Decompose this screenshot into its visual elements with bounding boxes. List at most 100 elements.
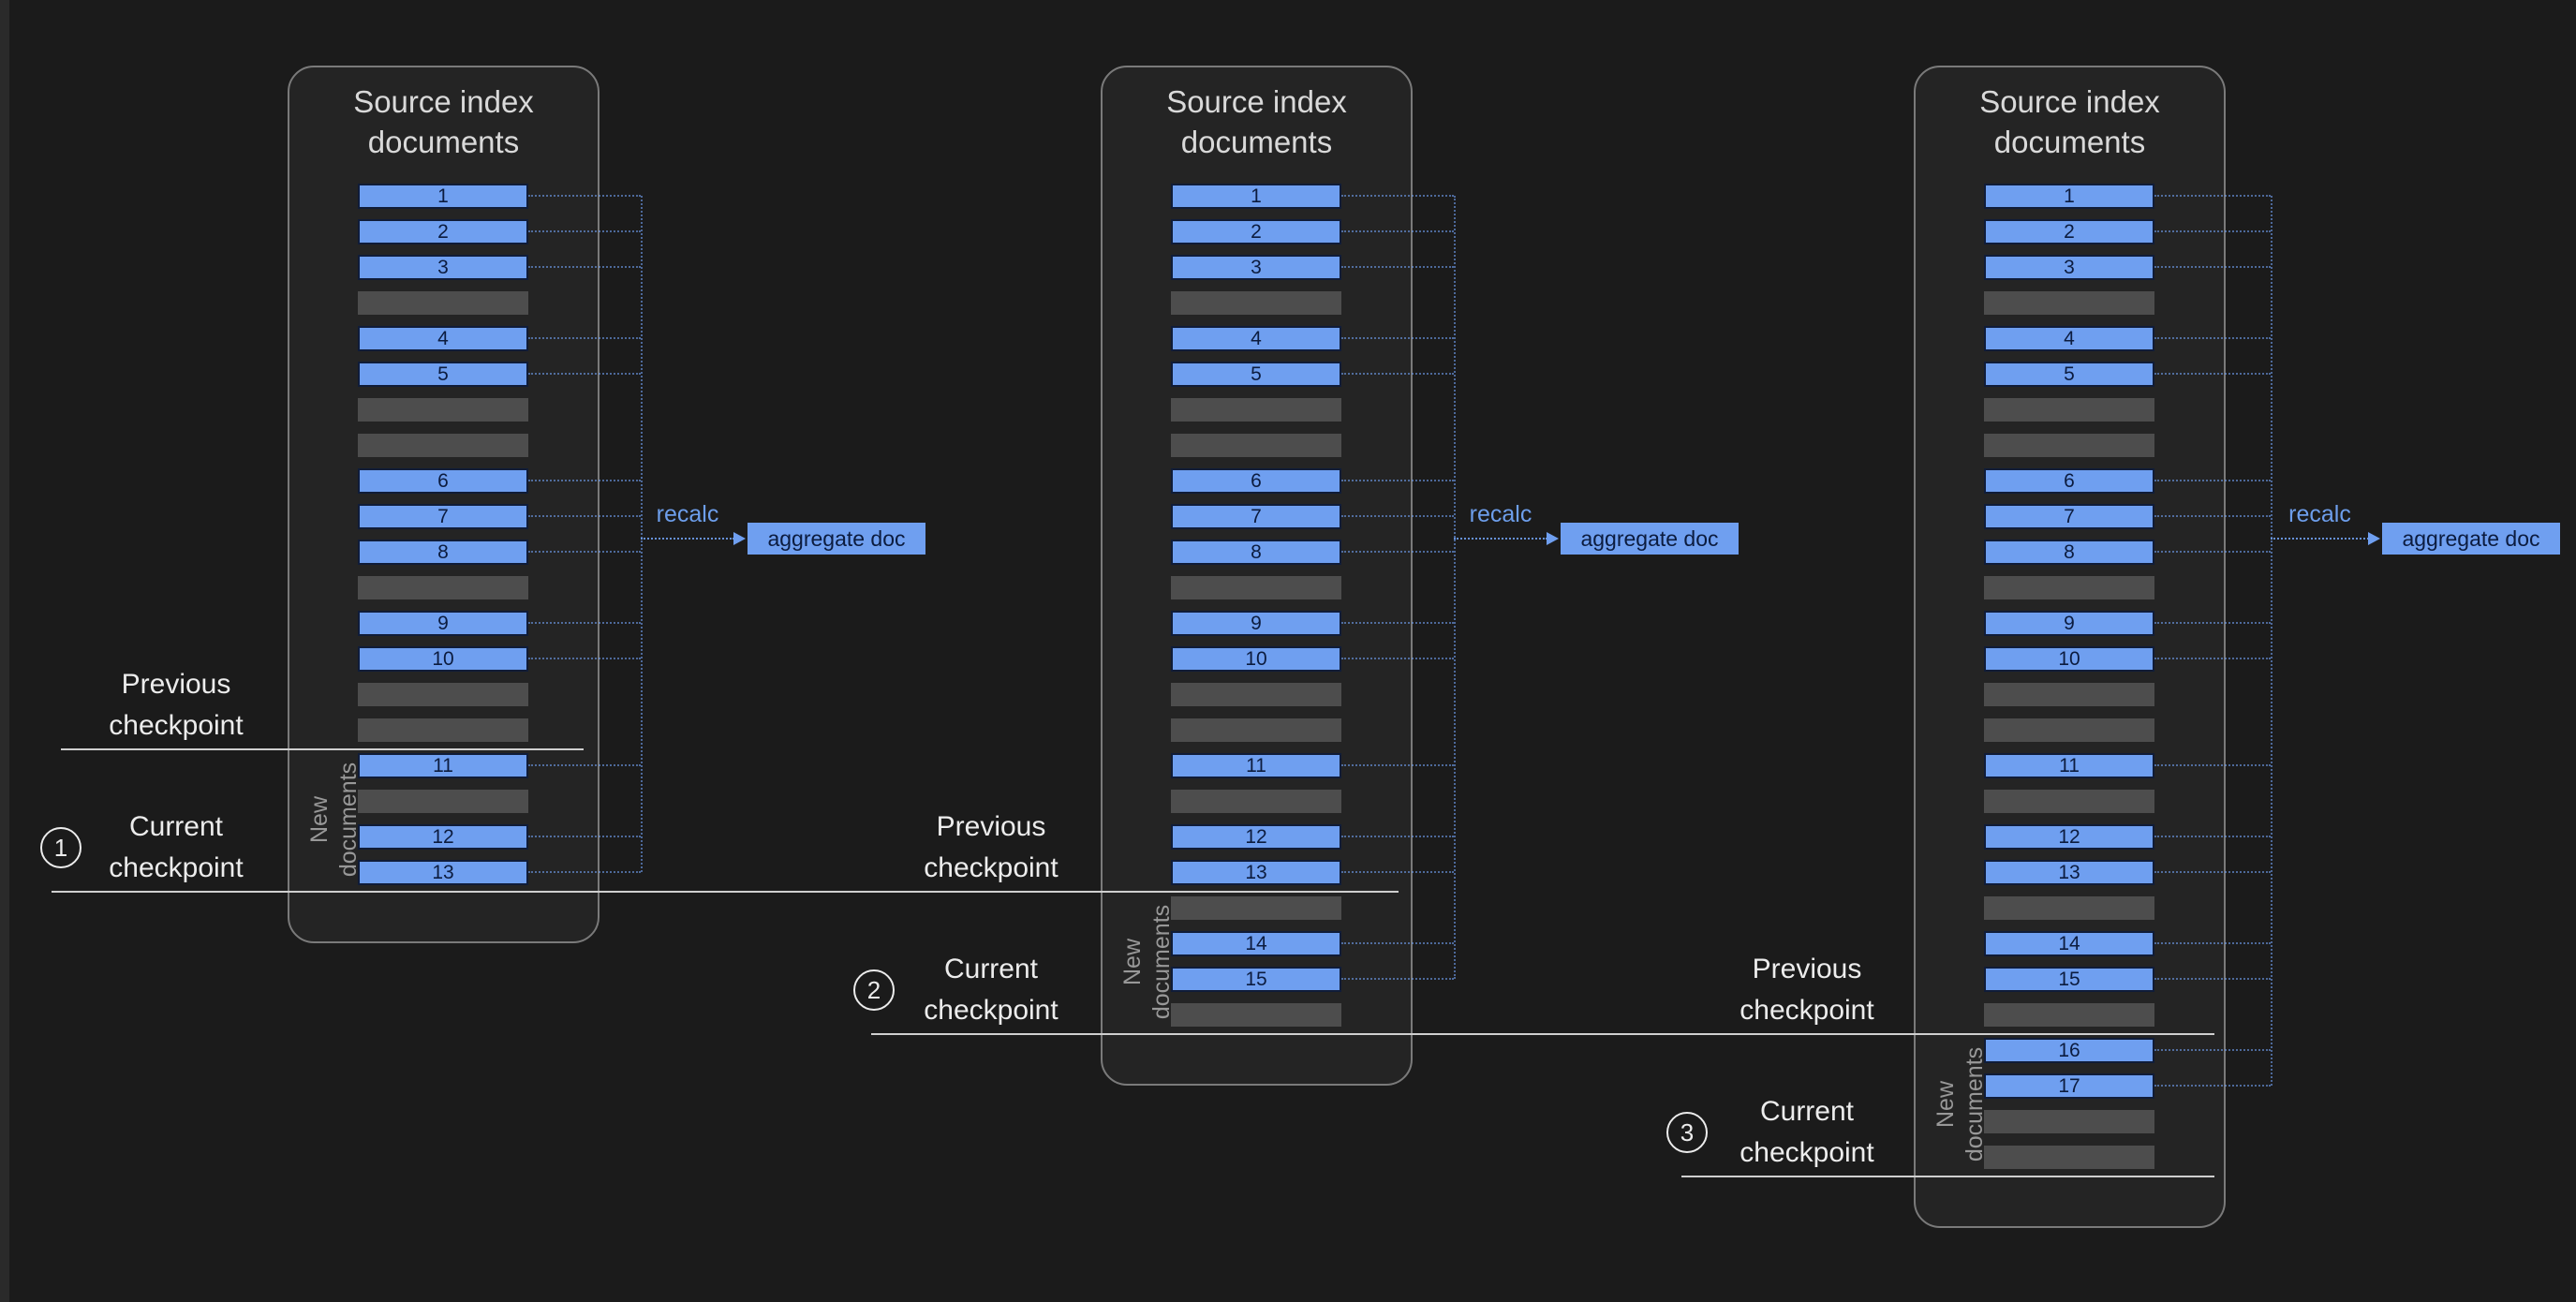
document-bar: 8 [1984, 540, 2154, 565]
checkpoint-number-badge: 2 [853, 969, 895, 1011]
current-checkpoint-label: Current checkpoint [924, 954, 1059, 1026]
document-bar: 14 [1984, 931, 2154, 956]
connector-line [2154, 480, 2271, 481]
document-bar: 7 [1171, 504, 1341, 529]
document-bar: 11 [358, 753, 528, 778]
document-bar: 13 [1984, 860, 2154, 885]
connector-line [2154, 1085, 2271, 1087]
document-bar: 12 [1171, 824, 1341, 850]
document-bar: 16 [1984, 1038, 2154, 1063]
connector-line [2154, 195, 2271, 197]
empty-slot [1171, 1003, 1341, 1027]
connector-line [2154, 230, 2271, 232]
empty-slot [1984, 896, 2154, 920]
document-bar: 6 [1984, 468, 2154, 494]
connector-line [2154, 515, 2271, 517]
empty-slot [1171, 790, 1341, 813]
document-bar: 1 [1984, 184, 2154, 209]
window-edge [0, 0, 9, 1302]
document-bar: 12 [1984, 824, 2154, 850]
document-bar: 15 [1984, 967, 2154, 992]
empty-slot [1984, 790, 2154, 813]
connector-line [2154, 978, 2271, 980]
empty-slot [358, 718, 528, 742]
connector-line [528, 764, 641, 766]
connector-line [528, 871, 641, 873]
document-bar: 3 [1984, 255, 2154, 280]
document-bar: 1 [358, 184, 528, 209]
document-bar: 13 [1171, 860, 1341, 885]
connector-line [528, 373, 641, 375]
document-bar: 3 [358, 255, 528, 280]
connector-bracket [1454, 196, 1456, 979]
document-bar: 8 [358, 540, 528, 565]
empty-slot [1984, 434, 2154, 457]
new-documents-label: New documents [1119, 904, 1175, 1019]
current-checkpoint-label: Current checkpoint [1740, 1096, 1874, 1168]
connector-bracket [2271, 196, 2273, 1086]
document-bar: 9 [1984, 611, 2154, 636]
document-bar: 4 [358, 326, 528, 351]
connector-line [2154, 337, 2271, 339]
empty-slot [1984, 398, 2154, 422]
empty-slot [1171, 576, 1341, 599]
recalc-label: recalc [656, 501, 719, 527]
document-bar: 10 [358, 646, 528, 672]
connector-line [1341, 195, 1454, 197]
empty-slot [1171, 434, 1341, 457]
connector-line [2154, 373, 2271, 375]
recalc-label: recalc [1469, 501, 1532, 527]
panel-title: Source index documents [353, 84, 534, 159]
document-bar: 9 [358, 611, 528, 636]
empty-slot [1984, 718, 2154, 742]
document-bar: 5 [1171, 362, 1341, 387]
connector-line [528, 658, 641, 659]
new-documents-label: New documents [1932, 1046, 1988, 1161]
document-bar: 6 [1171, 468, 1341, 494]
connector-line [2154, 622, 2271, 624]
arrowhead-icon [1547, 532, 1559, 545]
checkpoint-line [61, 748, 584, 750]
previous-checkpoint-label: Previous checkpoint [1740, 954, 1874, 1026]
arrowhead-icon [733, 532, 746, 545]
empty-slot [358, 790, 528, 813]
document-bar: 2 [1171, 219, 1341, 244]
empty-slot [358, 291, 528, 315]
document-bar: 11 [1984, 753, 2154, 778]
empty-slot [358, 434, 528, 457]
connector-line [1341, 337, 1454, 339]
empty-slot [358, 576, 528, 599]
connector-line [2154, 836, 2271, 837]
empty-slot [1171, 291, 1341, 315]
document-bar: 3 [1171, 255, 1341, 280]
connector-line [528, 836, 641, 837]
document-bar: 7 [1984, 504, 2154, 529]
document-bar: 8 [1171, 540, 1341, 565]
empty-slot [1984, 1146, 2154, 1169]
document-bar: 2 [1984, 219, 2154, 244]
recalc-arrow [1454, 538, 1547, 540]
checkpoint-number-badge: 3 [1666, 1112, 1708, 1153]
connector-line [1341, 230, 1454, 232]
document-bar: 1 [1171, 184, 1341, 209]
document-bar: 5 [1984, 362, 2154, 387]
connector-line [2154, 942, 2271, 944]
document-bar: 12 [358, 824, 528, 850]
panel-title: Source index documents [1166, 84, 1347, 159]
document-bar: 4 [1171, 326, 1341, 351]
recalc-arrow [641, 538, 734, 540]
document-bar: 11 [1171, 753, 1341, 778]
empty-slot [1171, 718, 1341, 742]
connector-line [2154, 658, 2271, 659]
current-checkpoint-label: Current checkpoint [109, 811, 244, 883]
connector-line [528, 266, 641, 268]
recalc-arrow [2271, 538, 2369, 540]
document-bar: 14 [1171, 931, 1341, 956]
connector-line [1341, 373, 1454, 375]
document-bar: 17 [1984, 1073, 2154, 1099]
connector-line [2154, 551, 2271, 553]
checkpoint-number-badge: 1 [40, 827, 81, 868]
connector-line [2154, 1049, 2271, 1051]
document-bar: 10 [1171, 646, 1341, 672]
